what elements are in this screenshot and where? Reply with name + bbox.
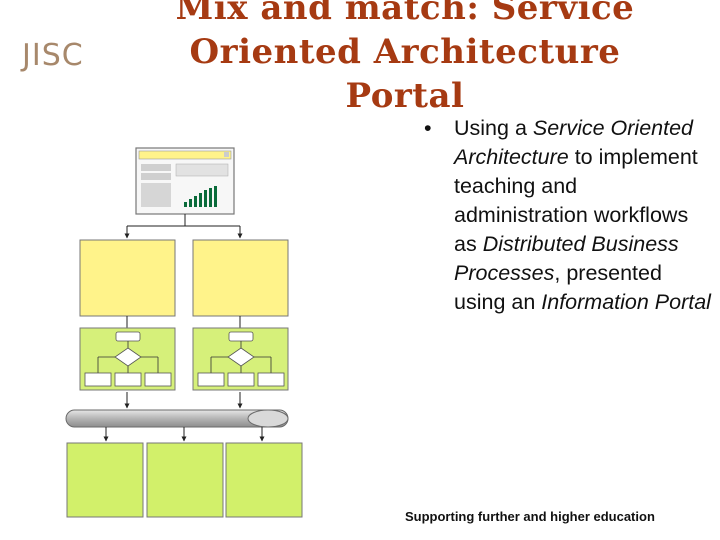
bullet-text-run: , presented using an [454,261,662,314]
service-box-3 [225,442,303,518]
service-box-2 [146,442,224,518]
portal-window-icon [135,147,235,215]
portal-connectors [124,214,243,239]
bullet-text: Using a Service Oriented Architecture to… [454,114,712,317]
workflow-box-right [192,327,289,391]
bullet-text-run: to implement teaching and administration… [454,145,698,256]
title-line-1: Mix and match: Service [175,0,635,28]
bullet-text-run: Information Portal [541,290,711,314]
service-bus [65,409,289,428]
bullet-text-run: Distributed Business Processes [454,232,679,285]
process-box-right [192,239,289,317]
bullet-marker: • [424,116,432,140]
service-box-1 [66,442,144,518]
jisc-logo: JISC [22,38,84,73]
workflow-box-left [79,327,176,391]
bus-connectors-bottom [103,427,265,442]
bullet-text-run: Service Oriented Architecture [454,116,694,169]
bus-connectors-top [124,392,243,409]
title-line-2: Oriented Architecture [189,32,621,72]
process-box-left [79,239,176,317]
slide-title: Mix and match: Service Oriented Architec… [150,0,660,118]
title-line-3: Portal [345,76,465,116]
bullet-text-run: Using a [454,116,533,140]
footer-tagline: Supporting further and higher education [405,509,655,524]
